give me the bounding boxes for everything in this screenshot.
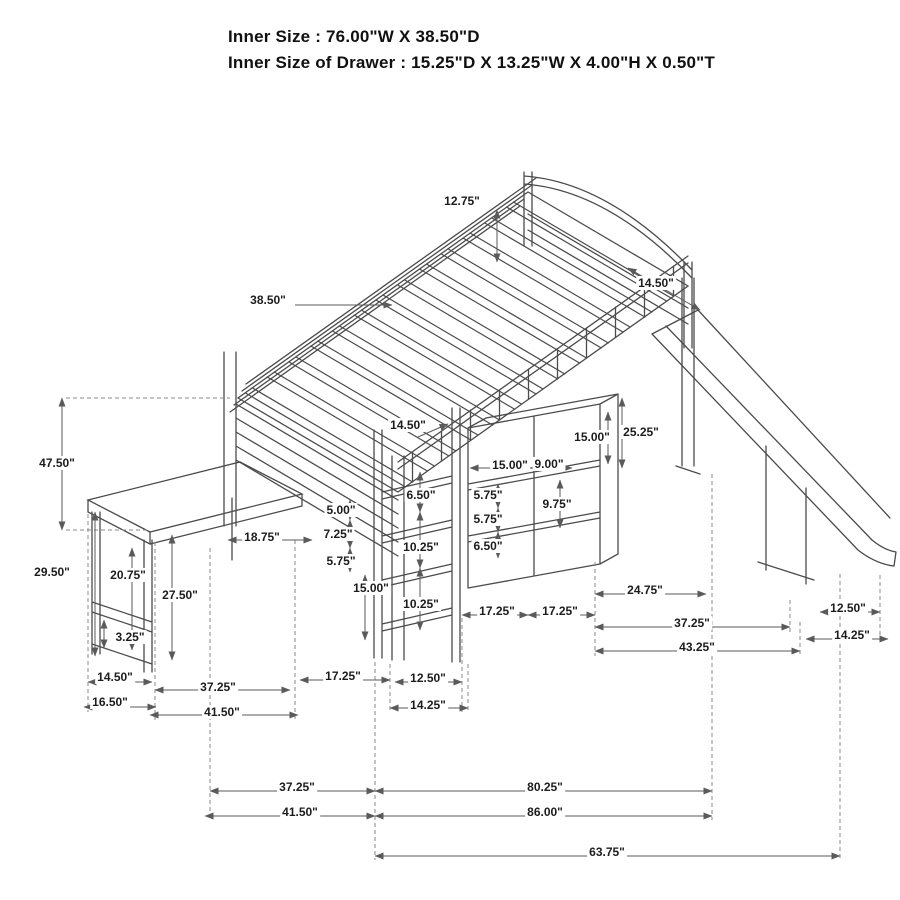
inner-size-header: Inner Size : 76.00"W X 38.50"D Inner Siz… [228, 24, 715, 77]
dimension-lines [58, 209, 889, 860]
desk [86, 461, 304, 673]
bed-frame [223, 171, 701, 661]
slide [651, 309, 897, 585]
shelf-unit [467, 393, 619, 589]
inner-size-line: Inner Size : 76.00"W X 38.50"D [228, 27, 480, 46]
drawer-size-line: Inner Size of Drawer : 15.25"D X 13.25"W… [228, 53, 715, 73]
